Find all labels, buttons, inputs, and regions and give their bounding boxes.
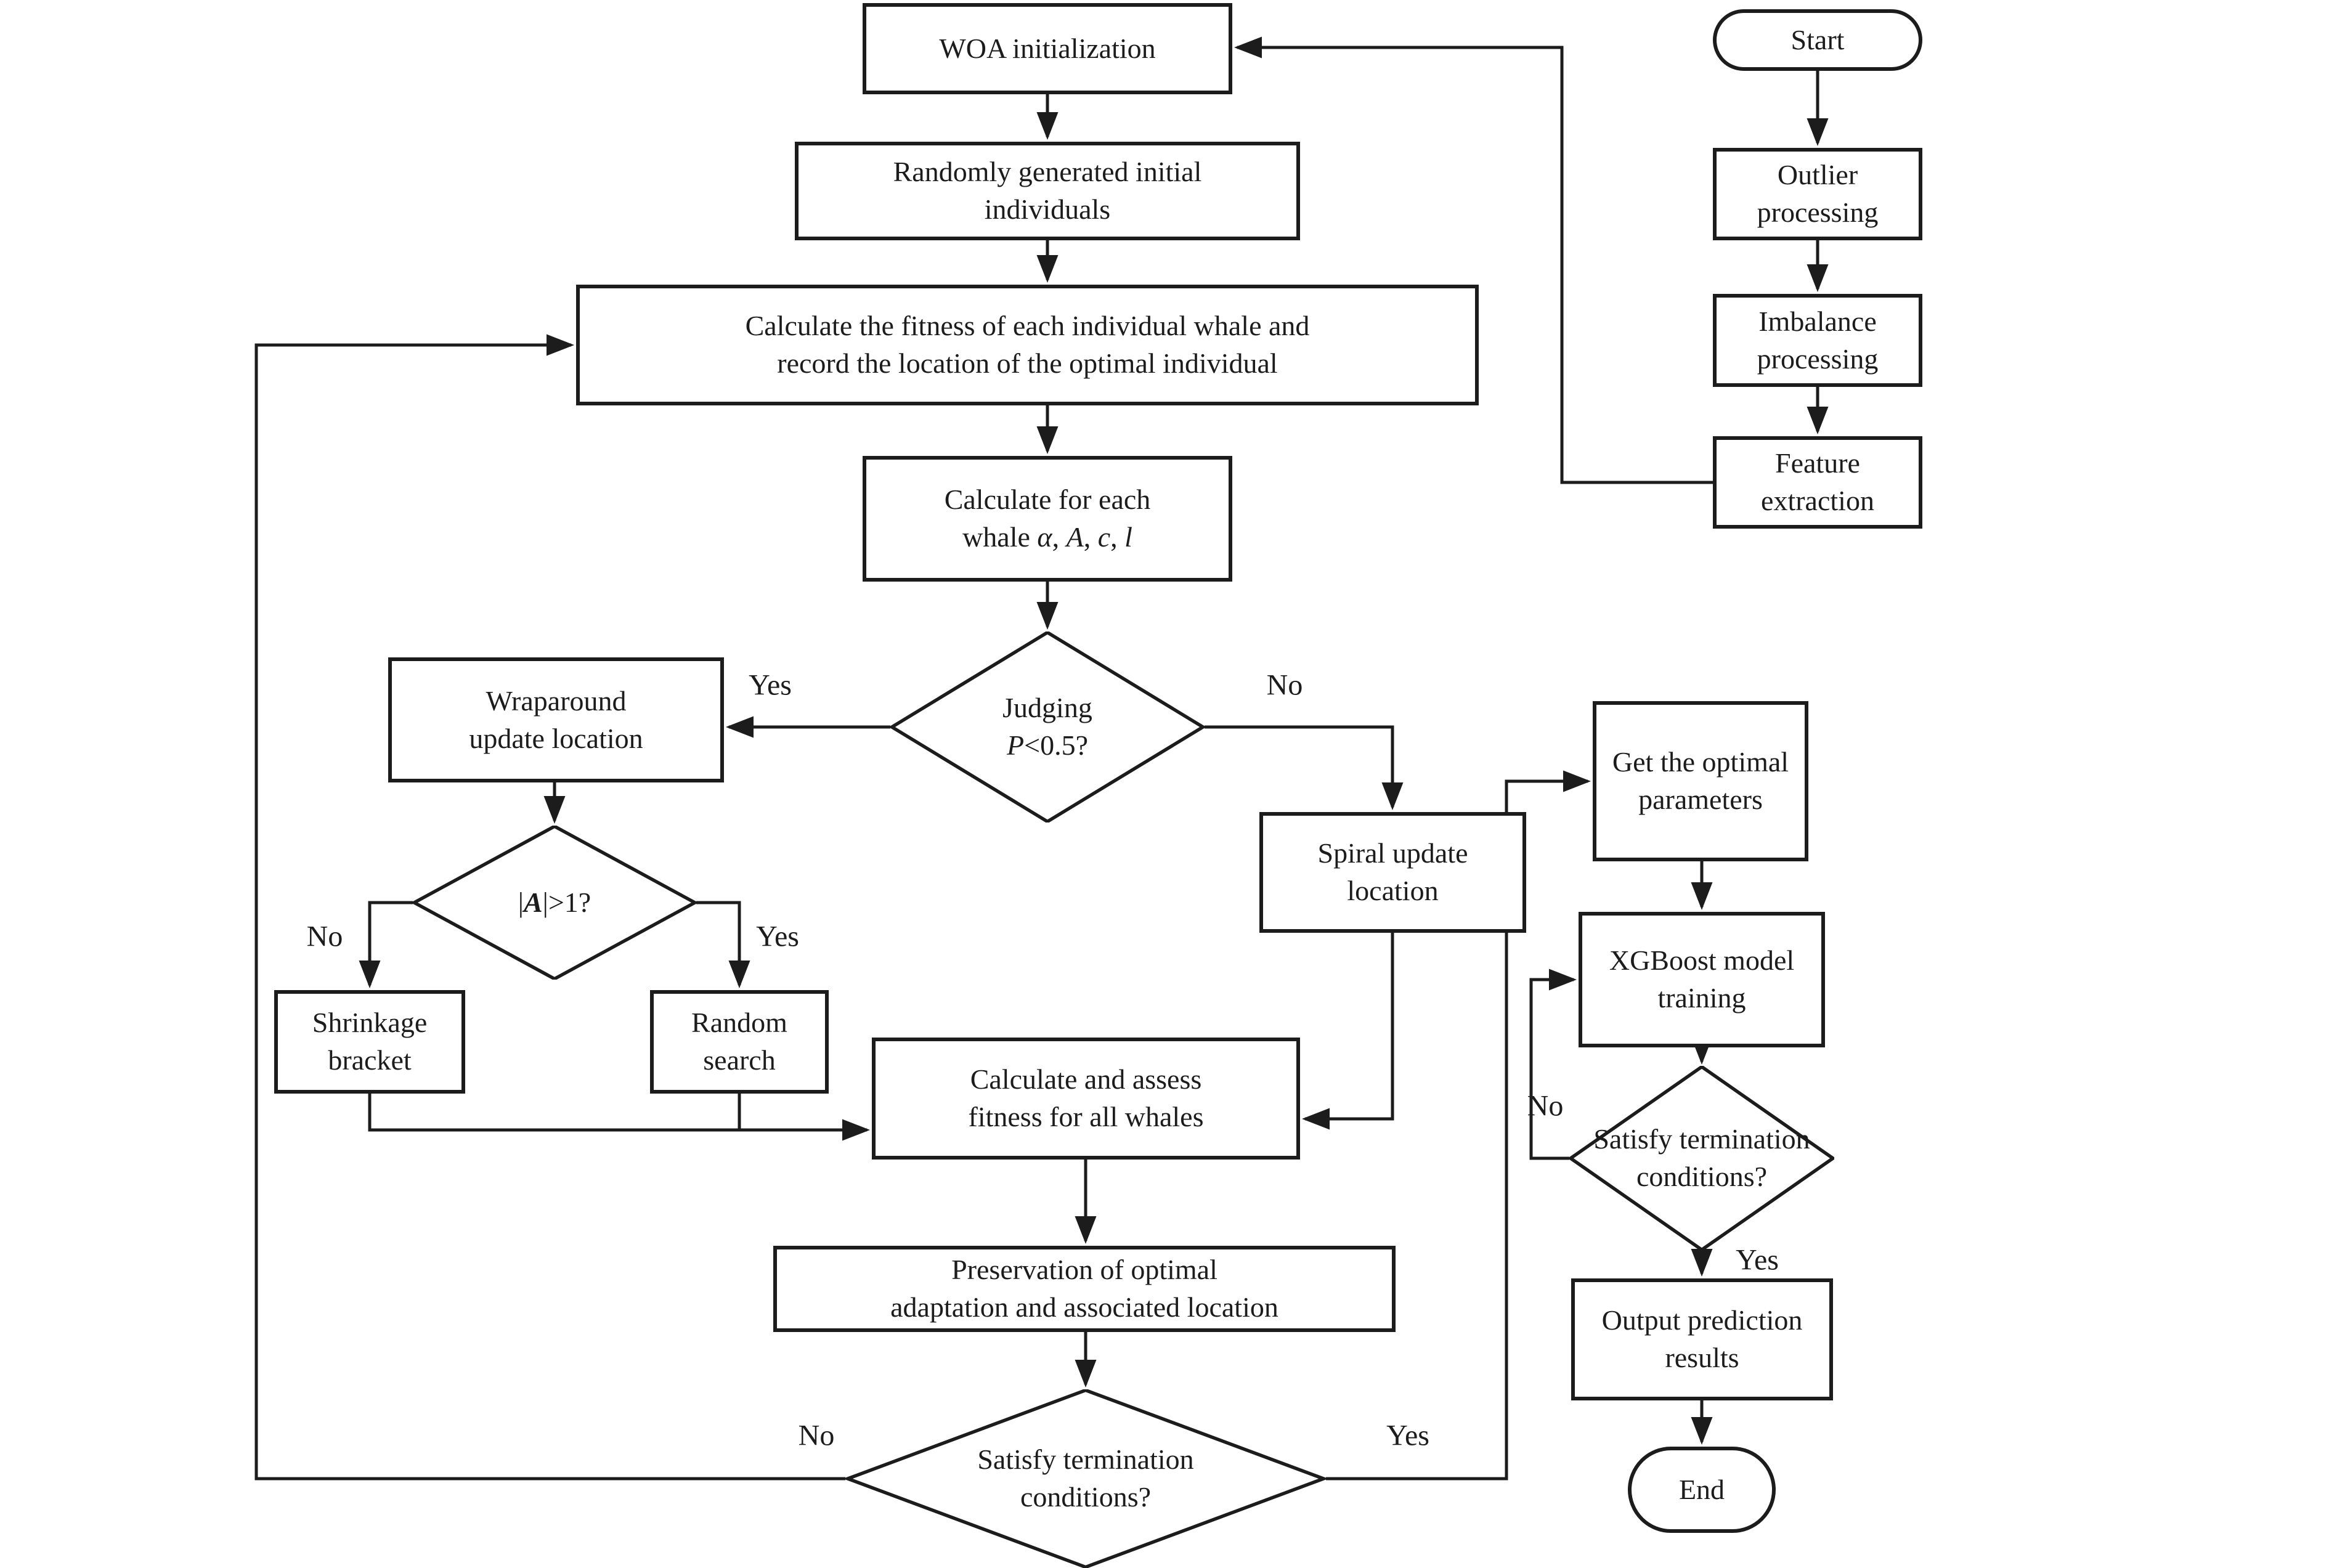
decision-abs-a-greater-than-1: |A|>1? [413,826,696,980]
node-get-optimal-parameters: Get the optimal parameters [1593,701,1808,861]
node-end-terminal: End [1628,1447,1776,1533]
node-randomly-generated-individuals: Randomly generated initial individuals [795,142,1300,240]
node-preservation-optimal-adaptation: Preservation of optimal adaptation and a… [773,1246,1396,1332]
decision-label: Satisfy termination conditions? [977,1444,1194,1513]
node-shrinkage-bracket: Shrinkage bracket [274,990,465,1094]
node-calculate-assess-fitness: Calculate and assess fitness for all wha… [872,1038,1300,1160]
decision-satisfy-termination-xgboost: Satisfy termination conditions? [1569,1066,1834,1251]
edge-label-judging-no: No [1266,668,1303,702]
node-feature-extraction: Feature extraction [1713,436,1922,529]
node-outlier-processing: Outlier processing [1713,148,1922,240]
decision-line-italic: P<0.5? [1007,729,1088,761]
node-line-italic-params: whale α, A, c, l [962,521,1132,553]
decision-label: |A|>1? [518,886,591,918]
diamond-shape [890,632,1205,823]
node-wraparound-update-location: Wraparound update location [388,657,724,782]
node-spiral-update-location: Spiral update location [1259,812,1526,933]
decision-satisfy-termination-woa: Satisfy termination conditions? [845,1389,1326,1568]
node-imbalance-processing: Imbalance processing [1713,294,1922,387]
edge-label-a-no: No [306,920,343,953]
decision-line: Judging [1002,692,1092,724]
node-woa-initialization: WOA initialization [863,3,1232,94]
node-calculate-fitness-record-location: Calculate the fitness of each individual… [576,285,1479,405]
edge-label-a-yes: Yes [756,920,799,953]
edge-label-judging-yes: Yes [749,668,792,702]
node-random-search: Random search [650,990,829,1094]
node-xgboost-model-training: XGBoost model training [1579,912,1825,1047]
node-line: Calculate for each [944,484,1151,516]
edge-label-xgboost-termination-yes: Yes [1736,1243,1779,1277]
node-start-terminal: Start [1713,9,1922,71]
decision-label: Satisfy termination conditions? [1593,1123,1810,1192]
node-calculate-whale-parameters: Calculate for each whale α, A, c, l [863,456,1232,582]
diamond-shape [413,826,696,980]
edge-label-termination-no: No [798,1419,835,1452]
edge-label-xgboost-termination-no: No [1527,1089,1564,1123]
node-output-prediction-results: Output prediction results [1571,1278,1833,1400]
edge-label-termination-yes: Yes [1386,1419,1429,1452]
